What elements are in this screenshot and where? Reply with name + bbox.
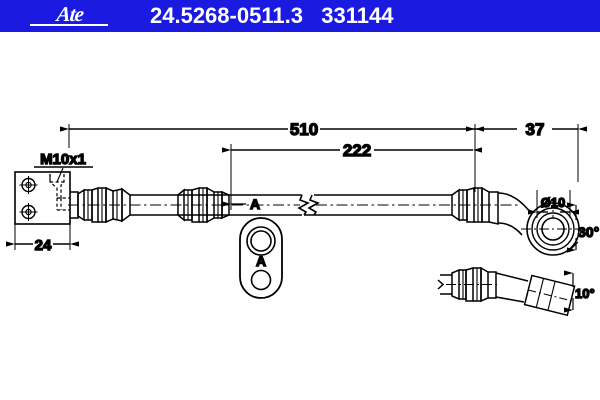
section-marker-arrow: [222, 172, 246, 210]
section-marker-label: A: [250, 196, 260, 212]
detail-view-angled-end: [437, 266, 576, 317]
brand-wordmark: Ate: [55, 2, 85, 26]
detail-crimp-ferrule: [451, 266, 497, 303]
thread-label: M10x1: [40, 151, 86, 168]
angle-30-label: 30°: [578, 224, 599, 240]
hose-break-symbol: [297, 194, 320, 216]
hose-body-right: [304, 194, 452, 216]
brand-underline: [30, 24, 108, 26]
dimension-222: [222, 144, 482, 172]
part-number-label: 24.5268-0511.3 331144: [150, 3, 394, 28]
dimension-37-label: 37: [526, 120, 545, 139]
dimension-37: [466, 124, 587, 182]
ate-logo-icon: Ate: [14, 1, 108, 31]
detail-tube-stub: [437, 274, 452, 295]
diameter-10-label: Ø10: [541, 195, 566, 210]
thread-callout-leader: [34, 166, 93, 183]
drawing-canvas: 510 222 37: [6, 119, 600, 317]
header-banner: Ate 24.5268-0511.3 331144: [0, 0, 600, 32]
angle-10-label: 10°: [575, 286, 595, 301]
technical-drawing: 510 222 37: [0, 32, 600, 400]
banjo-eye-fitting: [521, 200, 585, 256]
hose-body-left: [130, 194, 302, 216]
dimension-222-label: 222: [343, 141, 371, 160]
dimension-diameter-10: [528, 190, 579, 218]
angle-30-marker: [567, 202, 579, 253]
dimension-510: [60, 124, 484, 192]
detail-end-block: [523, 274, 576, 317]
left-mounting-bracket: [14, 171, 71, 225]
detail-angled-neck: [495, 272, 529, 303]
section-a-detail-label: A: [256, 253, 266, 269]
dimension-510-label: 510: [290, 120, 318, 139]
section-a-bracket-detail: [239, 217, 283, 299]
dimension-24: [6, 224, 79, 250]
hidden-bore-lines: [49, 174, 70, 211]
dimension-24-label: 24: [35, 237, 52, 254]
right-crimp-ferrule: [451, 186, 499, 225]
